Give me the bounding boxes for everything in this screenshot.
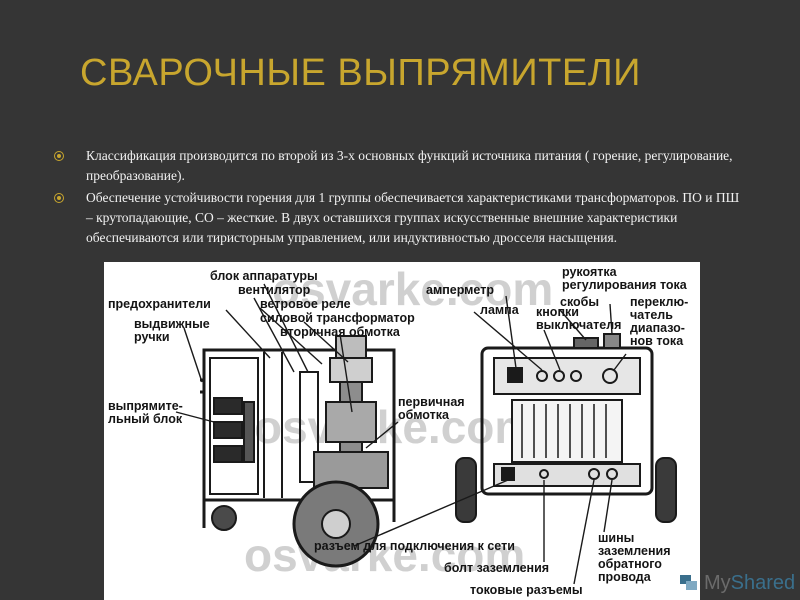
current-handle — [603, 333, 621, 349]
rectifier-block-panel — [209, 357, 259, 495]
label-current-connectors: токовые разъемы — [470, 583, 583, 597]
myshared-logo: MyShared — [678, 570, 796, 596]
diagram-drawing — [175, 283, 677, 585]
fan-housing — [299, 371, 319, 483]
bullet-item: Обеспечение устойчивости горения для 1 г… — [52, 188, 742, 248]
label-mains-connector: разъем для подключения к сети — [314, 539, 515, 553]
bullet-icon — [54, 193, 64, 203]
button-icon — [570, 370, 582, 382]
vent-grille — [511, 399, 623, 463]
ammeter-icon — [507, 367, 523, 383]
label-power-transformer: силовой трансформатор — [260, 311, 415, 325]
label-ground-bolt: болт заземления — [444, 561, 550, 575]
watermark-text: osvarke.com — [272, 263, 554, 315]
label-rectifier-block: выпрямите- льный блок — [108, 399, 183, 426]
ground-bolt-icon — [539, 469, 549, 479]
label-current-handle: рукоятка регулирования тока — [562, 265, 687, 292]
bullet-text: Обеспечение устойчивости горения для 1 г… — [86, 190, 740, 245]
bullet-list: Классификация производится по второй из … — [52, 146, 742, 250]
label-switch-buttons: кнопки выключателя — [536, 305, 622, 332]
right-wheel — [455, 457, 477, 523]
myshared-prefix: My — [704, 572, 731, 594]
connector-strip — [493, 463, 641, 487]
current-connector-icon — [606, 468, 618, 480]
leader-lines — [175, 283, 627, 585]
slide-title: СВАРОЧНЫЕ ВЫПРЯМИТЕЛИ — [80, 52, 641, 94]
small-wheel — [211, 505, 237, 531]
label-ground-return-bus: шины заземления обратного провода — [598, 531, 671, 584]
mains-connector-icon — [501, 467, 515, 481]
wheel-hub — [321, 509, 351, 539]
label-lamp: лампа — [480, 303, 519, 317]
rectifier-module — [213, 445, 243, 463]
myshared-suffix: Shared — [730, 572, 796, 594]
rectifier-module — [213, 397, 243, 415]
rectifier-bus — [243, 401, 255, 463]
label-range-switch: переклю- чатель диапазо- нов тока — [630, 295, 689, 348]
label-primary-winding: первичная обмотка — [398, 395, 465, 422]
button-icon — [553, 370, 565, 382]
label-fan: вентилятор — [238, 283, 311, 297]
bullet-item: Классификация производится по второй из … — [52, 146, 742, 186]
handle-bracket — [573, 337, 599, 349]
lamp-icon — [536, 370, 548, 382]
current-connector-icon — [588, 468, 600, 480]
watermark-text: osvarke.com — [244, 529, 526, 581]
welding-rectifier-diagram: osvarke.com osvarke.com osvarke.com — [104, 262, 700, 600]
label-brackets: скобы — [560, 295, 600, 309]
range-switch-icon — [602, 368, 618, 384]
rectifier-module — [213, 421, 243, 439]
myshared-icon — [680, 575, 697, 590]
right-wheel — [655, 457, 677, 523]
bullet-text: Классификация производится по второй из … — [86, 148, 733, 183]
bullet-icon — [54, 151, 64, 161]
label-secondary-winding: вторичная обмотка — [280, 325, 400, 339]
label-pull-handles: выдвижные ручки — [134, 317, 210, 344]
label-ammeter: амперметр — [426, 283, 494, 297]
label-fuses: предохранители — [108, 297, 211, 311]
label-wind-relay: ветровое реле — [260, 297, 351, 311]
transformer-top — [329, 357, 373, 383]
right-unit-frame — [480, 346, 654, 496]
label-block-apparatus: блок аппаратуры — [210, 269, 318, 283]
